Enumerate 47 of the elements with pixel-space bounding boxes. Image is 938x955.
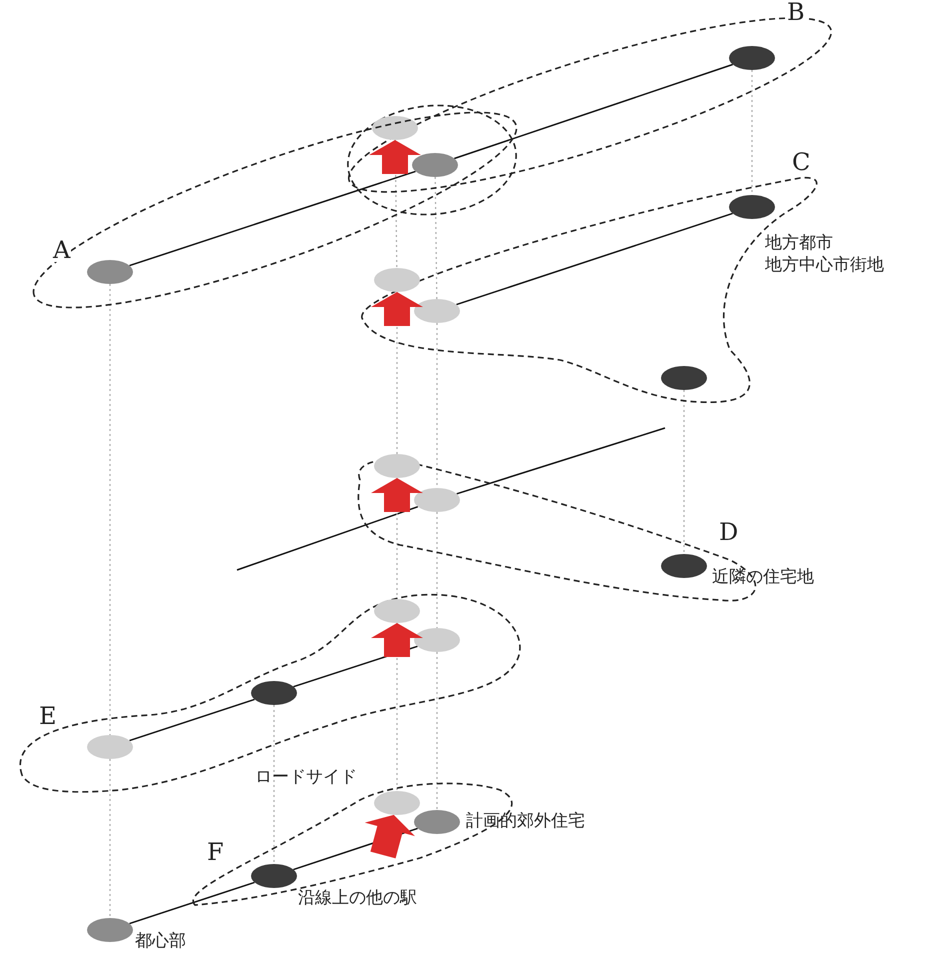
ellipse-marker [412,153,458,177]
ellipse-marker [87,260,133,284]
ellipse-marker [414,299,460,323]
block-arrow [371,478,423,512]
connector-line [456,212,733,306]
ellipse-marker [374,791,420,815]
ellipse-marker [414,810,460,834]
ellipse-marker [251,681,297,705]
dotted-line [109,759,111,918]
ellipse-marker [414,628,460,652]
ellipse-marker [87,735,133,759]
place-label: 地方都市地方中心市街地 [765,232,884,276]
connector-line [129,698,255,742]
ellipse-marker [414,488,460,512]
ellipse-marker [374,599,420,623]
connector-line [129,882,255,924]
ellipse-marker [251,864,297,888]
ellipse-marker [661,366,707,390]
place-label: 近隣の住宅地 [712,566,814,588]
block-arrow [371,623,423,657]
dotted-line [436,512,438,628]
connector-line [454,64,733,160]
dotted-line [683,390,685,554]
ellipse-marker [372,116,418,140]
block-arrow [371,292,423,326]
block-arrow [369,140,421,174]
ellipse-marker [374,454,420,478]
connector-line [456,427,666,495]
ellipse-marker [661,554,707,578]
place-label: 計画的郊外住宅 [466,810,585,832]
dotted-line [751,70,753,195]
dotted-line [273,705,275,864]
connector-line [236,506,418,571]
ellipse-marker [729,46,775,70]
place-label: ロードサイド [255,766,357,788]
dotted-line [436,652,438,810]
dotted-line [109,284,111,735]
ellipse-marker [729,195,775,219]
ellipse-marker [374,268,420,292]
connector-line [129,170,416,266]
place-label: 沿線上の他の駅 [298,887,417,910]
block-arrow [364,814,415,858]
region-letter: A [52,238,72,262]
place-label: 都心部 [135,930,186,952]
ellipse-marker [87,918,133,942]
dotted-line [436,323,438,488]
dotted-line [434,177,438,299]
